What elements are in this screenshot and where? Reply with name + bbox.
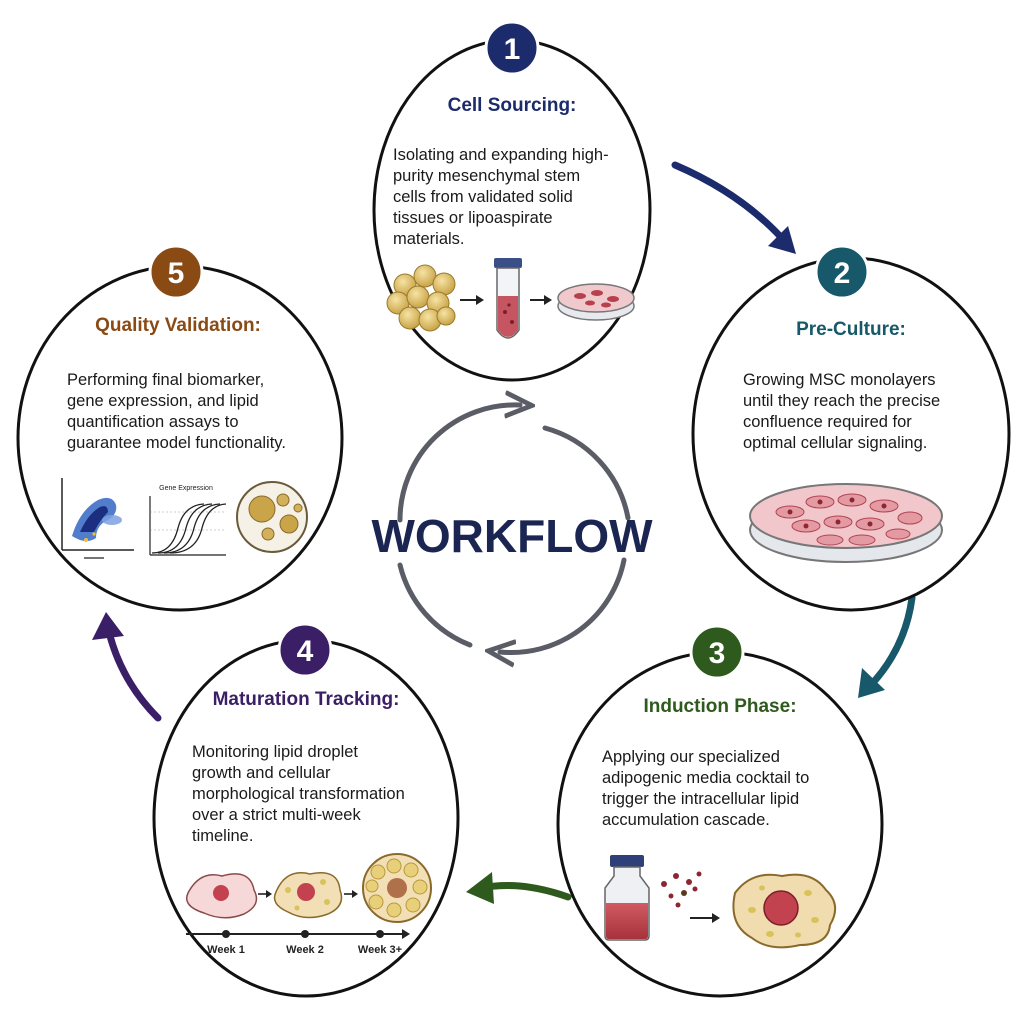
timeline-label-week1: Week 1 (207, 944, 245, 956)
step-2-number: 2 (834, 257, 851, 290)
step-4: 4 Maturation Tracking: Monitoring lipid … (152, 622, 460, 998)
cell-stage-week3-icon (362, 853, 432, 923)
arrow-2-to-3-head (858, 668, 885, 698)
media-droplets-icon (661, 871, 702, 908)
step-2: 2 Pre-Culture: Growing MSC monolayers un… (691, 244, 1011, 612)
connecting-arrows (92, 161, 916, 904)
step-4-line-1: Monitoring lipid droplet (192, 743, 358, 761)
step-4-line-3: morphological transformation (192, 785, 405, 803)
step-3-line-2: adipogenic media cocktail to (602, 769, 809, 787)
arrow-4-to-5 (104, 624, 162, 722)
cycle-arc-left (397, 562, 473, 648)
media-bottle-icon (604, 855, 650, 941)
step-1: 1 Cell Sourcing: Isolating and expanding… (372, 20, 652, 382)
step-5: 5 Quality Validation: Performing final b… (16, 244, 344, 612)
step-1-number: 1 (504, 33, 521, 66)
center-label: WORKFLOW (371, 510, 653, 562)
center-cycle: WORKFLOW (371, 405, 653, 653)
gene-expression-chart-icon: Gene Expression (149, 485, 227, 556)
petri-dish-icon (557, 283, 635, 321)
step-1-line-5: materials. (393, 230, 465, 248)
step-3-line-3: trigger the intracellular lipid (602, 790, 799, 808)
step-3: 3 Induction Phase: Applying our speciali… (556, 624, 884, 998)
step-3-badge (689, 624, 745, 680)
cycle-arc-right (542, 425, 631, 521)
timeline-label-week3: Week 3+ (358, 944, 402, 956)
test-tube-icon (494, 258, 522, 339)
timeline-label-week2: Week 2 (286, 944, 324, 956)
arrow-icon (460, 295, 484, 305)
step-5-badge (148, 244, 204, 300)
flow-cytometry-plot-icon (61, 478, 134, 559)
arrow-icon (530, 295, 552, 305)
step-2-title: Pre-Culture: (796, 319, 906, 340)
step-2-line-3: confluence required for (743, 413, 912, 431)
step-2-line-1: Growing MSC monolayers (743, 371, 936, 389)
cell-stage-week1-icon (186, 873, 258, 919)
step-3-line-1: Applying our specialized (602, 748, 780, 766)
step-1-title: Cell Sourcing: (448, 95, 577, 116)
arrow-1-to-2-head (768, 226, 796, 254)
timeline-marker-week1 (222, 930, 230, 938)
petri-dish-monolayer-icon (749, 483, 943, 563)
adipocyte-cell-icon (732, 873, 837, 949)
step-2-line-4: optimal cellular signaling. (743, 434, 927, 452)
arrow-icon (258, 890, 272, 898)
step-3-title: Induction Phase: (643, 696, 796, 717)
step-5-line-3: quantification assays to (67, 413, 239, 431)
step-1-badge (484, 20, 540, 76)
arrow-3-to-4 (478, 881, 572, 901)
arrow-1-to-2 (671, 161, 792, 249)
arrow-icon (690, 913, 720, 923)
step-5-line-1: Performing final biomarker, (67, 371, 264, 389)
timeline-marker-week3 (376, 930, 384, 938)
cell-stage-week2-icon (273, 872, 343, 919)
arrow-2-to-3 (864, 594, 916, 692)
step-4-title: Maturation Tracking: (213, 689, 400, 710)
step-4-number: 4 (297, 635, 314, 668)
gene-expression-caption: Gene Expression (159, 485, 213, 492)
timeline-arrowhead (402, 929, 410, 939)
step-4-line-2: growth and cellular (192, 764, 331, 782)
step-5-number: 5 (168, 257, 185, 290)
step-1-line-1: Isolating and expanding high- (393, 146, 609, 164)
step-3-line-4: accumulation cascade. (602, 811, 770, 829)
cycle-arrow-bottom (500, 557, 627, 653)
step-1-line-2: purity mesenchymal stem (393, 167, 580, 185)
arrow-4-to-5-head (92, 612, 124, 640)
step-4-line-4: over a strict multi-week (192, 806, 361, 824)
cycle-arrow-top (397, 405, 520, 523)
step-5-title: Quality Validation: (95, 315, 261, 336)
arrow-icon (344, 890, 358, 898)
step-4-line-5: timeline. (192, 827, 253, 845)
step-1-line-4: tissues or lipoaspirate (393, 209, 553, 227)
timeline-marker-week2 (301, 930, 309, 938)
step-2-badge (814, 244, 870, 300)
step-2-line-2: until they reach the precise (743, 392, 940, 410)
step-5-line-2: gene expression, and lipid (67, 392, 259, 410)
lipid-stained-cell-icon (236, 481, 308, 553)
tissue-cluster-icon (386, 264, 456, 332)
step-5-line-4: guarantee model functionality. (67, 434, 286, 452)
step-4-badge (277, 622, 333, 678)
step-1-line-3: cells from validated solid (393, 188, 573, 206)
maturation-timeline: Week 1 Week 2 Week 3+ (186, 929, 410, 956)
step-3-number: 3 (709, 637, 726, 670)
arrow-3-to-4-head (466, 872, 494, 904)
